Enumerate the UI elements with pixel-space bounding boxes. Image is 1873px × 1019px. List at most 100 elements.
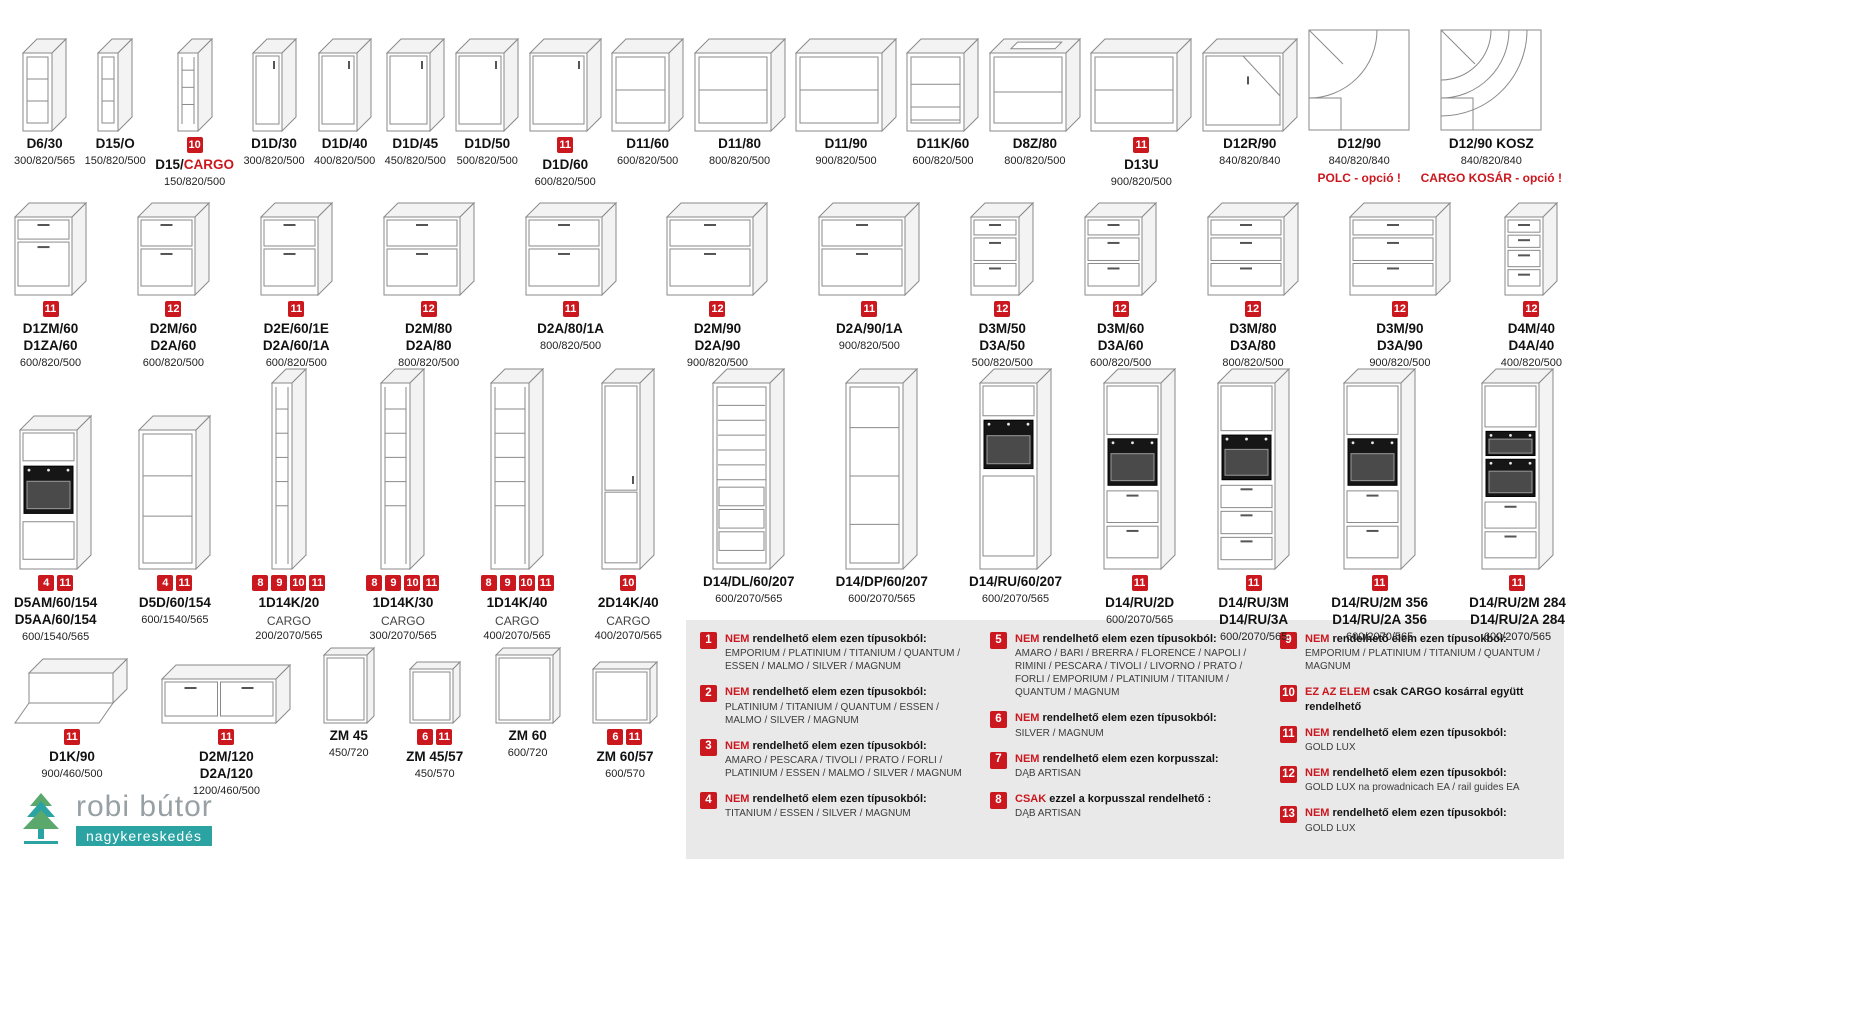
legend-badge-11: 11 xyxy=(1280,725,1297,743)
item-variant: CARGO xyxy=(606,613,651,628)
legend-note-text: NEM rendelhető elem ezen típusokból:GOLD… xyxy=(1305,806,1507,834)
legend-note-prefix: NEM xyxy=(1305,633,1330,645)
item-label: D12R/90 xyxy=(1223,136,1276,153)
legend-badge-9: 9 xyxy=(1280,632,1297,649)
item-dimensions: 840/820/840 xyxy=(1219,154,1281,167)
item-label-line: D3A/60 xyxy=(1097,337,1144,353)
legend-note-9: 9 NEM rendelhető elem ezen típusokból:EMP… xyxy=(1280,632,1550,673)
item-label-line: D14/RU/3A xyxy=(1219,611,1289,627)
item-dimensions: 600/2070/565 xyxy=(1105,613,1174,626)
item-label: ZM 45 xyxy=(330,728,368,745)
item-dimensions: 400/820/500 xyxy=(1500,356,1562,369)
legend-note-heading: NEM rendelhető elem ezen típusokból: xyxy=(1015,711,1217,725)
item-label-line: D14/RU/3M xyxy=(1218,595,1289,610)
item-label-line: D12R/90 xyxy=(1223,136,1277,151)
legend-badge-7: 7 xyxy=(990,751,1007,769)
legend-badge-13: 13 xyxy=(1280,806,1297,824)
item-variant: CARGO xyxy=(266,613,311,628)
item-dimensions: 600/1540/565 xyxy=(22,630,90,643)
legend-note-prefix: EZ AZ ELEM xyxy=(1305,686,1370,699)
note-badge-11: 11 xyxy=(436,729,453,745)
legend-note-body: SILVER / MAGNUM xyxy=(1015,727,1104,739)
note-badge-11: 11 xyxy=(423,575,440,591)
item-label-line: ZM 60 xyxy=(508,728,547,743)
item-label-line: ZM 45 xyxy=(329,728,368,743)
legend-note-heading-text: rendelhető elem ezen korpusszal: xyxy=(1039,752,1219,765)
item-dimensions: 600/2070/565 xyxy=(1345,630,1414,643)
cabinet-drawing xyxy=(494,644,561,724)
cabinet-drawing xyxy=(1084,196,1158,296)
item-label-line: D4A/40 xyxy=(1508,337,1555,353)
note-badge-11: 11 xyxy=(1133,137,1150,153)
legend-note-text: NEM rendelhető elem ezen típusokból:GOLD… xyxy=(1305,766,1520,794)
note-badge-12: 12 xyxy=(165,301,182,317)
legend-note-text: NEM rendelhető elem ezen típusokból:EMPO… xyxy=(1305,632,1550,673)
cabinet-drawing xyxy=(176,14,213,132)
note-badge-11: 11 xyxy=(218,729,235,745)
item-dimensions: 600/820/500 xyxy=(534,175,596,188)
cabinet-drawing xyxy=(1439,14,1543,132)
note-badge-8: 8 xyxy=(480,575,497,591)
item-label: D2A/80/1A xyxy=(537,321,604,338)
note-badge-11: 11 xyxy=(1509,575,1526,591)
cabinet-drawing xyxy=(601,362,656,570)
legend-note-prefix: NEM xyxy=(1015,752,1040,765)
item-label: D1K/90 xyxy=(49,749,95,766)
legend-badge-3: 3 xyxy=(700,738,717,756)
legend-note-text: NEM rendelhető elem ezen típusokból:AMAR… xyxy=(725,739,970,780)
item-label: D13U xyxy=(1124,157,1159,174)
legend-note-prefix: NEM xyxy=(1305,726,1330,739)
item-label-line: D4M/40 xyxy=(1507,321,1556,336)
item-dimensions: 600/2070/565 xyxy=(715,592,783,605)
cabinet-drawing xyxy=(1480,362,1554,570)
item-badges: 11 xyxy=(218,729,235,745)
note-badge-12: 12 xyxy=(1112,301,1129,317)
legend-note-body: TITANIUM / ESSEN / SILVER / MAGNUM xyxy=(725,808,911,820)
item-label-line: D11/90 xyxy=(824,136,868,151)
note-badge-11: 11 xyxy=(557,137,574,153)
legend-note-heading: NEM rendelhető elem ezen típusokból: xyxy=(1305,632,1550,646)
item-label-line: D2M/60 xyxy=(149,321,198,336)
legend-note-body: GOLD LUX xyxy=(1305,822,1356,834)
cabinet-drawing xyxy=(528,14,602,132)
item-label-line: D5AM/60/154 xyxy=(14,595,98,610)
legend-note-text: NEM rendelhető elem ezen típusokból:AMAR… xyxy=(1015,632,1260,699)
item-label-line: D2A/60 xyxy=(150,337,197,353)
item-dimensions: 600/720 xyxy=(507,746,548,759)
item-label-line: D1ZA/60 xyxy=(23,337,78,353)
item-label-line: D1D/50 xyxy=(464,136,511,151)
item-label-line: D2M/80 xyxy=(405,321,453,336)
item-label-line: D1D/30 xyxy=(251,136,297,151)
item-label-line: D11/60 xyxy=(626,136,670,151)
item-label: D15/O xyxy=(96,136,135,153)
note-badge-11: 11 xyxy=(309,575,326,591)
item-label-line: D3A/80 xyxy=(1230,337,1276,353)
item-label: ZM 60 xyxy=(508,728,546,745)
cabinet-drawing xyxy=(136,196,210,296)
item-label-line: ZM 60/57 xyxy=(596,749,654,764)
item-badges: 12 xyxy=(709,301,726,317)
item-label-line: D12/90 KOSZ xyxy=(1448,136,1534,151)
item-label-line: 2D14K/40 xyxy=(597,595,659,610)
cabinet-drawing xyxy=(138,362,212,570)
legend-note-heading-text: rendelhető elem ezen típusokból: xyxy=(1329,726,1507,739)
note-badge-11: 11 xyxy=(861,301,878,317)
